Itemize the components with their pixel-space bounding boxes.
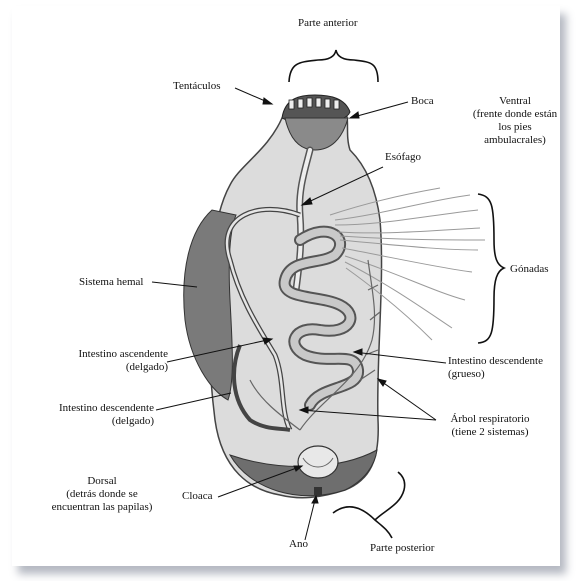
label-sistema-hemal: Sistema hemal — [79, 276, 143, 289]
label-intestino-ascendente-line1: Intestino ascendente — [40, 348, 168, 361]
label-arbol-respiratorio: Árbol respiratorio (tiene 2 sistemas) — [430, 413, 550, 439]
label-parte-anterior: Parte anterior — [298, 17, 358, 30]
tentacle-tip — [325, 99, 330, 108]
tentacle-tip — [298, 99, 303, 108]
label-parte-posterior: Parte posterior — [370, 542, 434, 555]
label-intestino-ascendente: Intestino ascendente (delgado) — [40, 348, 168, 374]
label-intestino-ascendente-line2: (delgado) — [40, 361, 168, 374]
label-ventral-line3: los pies — [460, 121, 570, 134]
label-ventral: Ventral (frente donde están los pies amb… — [460, 95, 570, 147]
label-intestino-descendente-grueso: Intestino descendente (grueso) — [448, 355, 543, 381]
tentacle-tip — [334, 100, 339, 109]
label-intestino-descendente-grueso-line1: Intestino descendente — [448, 355, 543, 368]
label-arbol-respiratorio-line1: Árbol respiratorio — [430, 413, 550, 426]
label-dorsal-line3: encuentran las papilas) — [40, 501, 164, 514]
label-esofago: Esófago — [385, 151, 421, 164]
label-tentaculos: Tentáculos — [173, 80, 221, 93]
arrow-tentaculos — [263, 98, 272, 104]
leader-arbol-1 — [378, 379, 436, 420]
arrow-boca — [350, 112, 359, 118]
label-intestino-descendente-delgado: Intestino descendente (delgado) — [32, 402, 154, 428]
anus — [314, 487, 322, 495]
label-intestino-descendente-delgado-line2: (delgado) — [32, 415, 154, 428]
label-intestino-descendente-grueso-line2: (grueso) — [448, 368, 543, 381]
label-dorsal-line2: (detrás donde se — [40, 488, 164, 501]
bracket-anterior — [289, 50, 378, 82]
tentacle-tip — [289, 100, 294, 109]
bracket-gonads — [478, 194, 504, 343]
label-ventral-line4: ambulacrales) — [460, 134, 570, 147]
label-dorsal-line1: Dorsal — [40, 475, 164, 488]
label-cloaca: Cloaca — [182, 490, 213, 503]
label-ventral-line1: Ventral — [460, 95, 570, 108]
label-arbol-respiratorio-line2: (tiene 2 sistemas) — [430, 426, 550, 439]
cloaca — [298, 446, 338, 478]
label-ventral-line2: (frente donde están — [460, 108, 570, 121]
label-intestino-descendente-delgado-line1: Intestino descendente — [32, 402, 154, 415]
label-ano: Ano — [289, 538, 308, 551]
label-boca: Boca — [411, 95, 434, 108]
tentacle-tip — [307, 98, 312, 107]
tentacle-tip — [316, 98, 321, 107]
label-dorsal: Dorsal (detrás donde se encuentran las p… — [40, 475, 164, 514]
arrow-arbol-1 — [378, 379, 386, 386]
label-gonadas: Gónadas — [510, 263, 549, 276]
body-outline — [209, 112, 382, 498]
